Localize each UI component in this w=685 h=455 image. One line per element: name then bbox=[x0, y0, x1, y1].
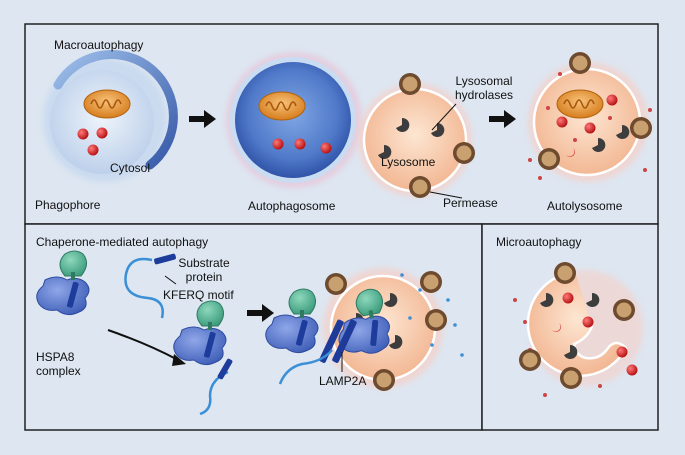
label-autolysosome: Autolysosome bbox=[547, 199, 623, 213]
binding-arrow bbox=[107, 329, 179, 361]
label-autophagosome: Autophagosome bbox=[248, 199, 336, 213]
autolysosome bbox=[528, 52, 652, 182]
label-lysosome: Lysosome bbox=[381, 155, 436, 169]
label-cytosol: Cytosol bbox=[110, 161, 151, 175]
title-microautophagy: Microautophagy bbox=[496, 235, 582, 249]
lamp2a-complex bbox=[265, 286, 395, 385]
label-lysosomal-hydrolases-2: hydrolases bbox=[454, 88, 514, 102]
substrate-protein bbox=[124, 253, 176, 319]
arrow-3 bbox=[247, 304, 274, 322]
label-permease: Permease bbox=[443, 196, 498, 210]
label-phagophore: Phagophore bbox=[35, 198, 101, 212]
title-macroautophagy: Macroautophagy bbox=[54, 38, 144, 52]
phagophore bbox=[43, 49, 178, 182]
label-kferq-motif: KFERQ motif bbox=[163, 288, 234, 302]
autophagosome bbox=[226, 52, 362, 188]
arrow-2 bbox=[489, 110, 516, 128]
label-hspa8-1: HSPA8 bbox=[36, 350, 75, 364]
lysosome bbox=[358, 73, 475, 198]
arrow-1 bbox=[189, 110, 216, 128]
hspa8-substrate-bound bbox=[173, 300, 233, 416]
label-hspa8-2: complex bbox=[36, 364, 81, 378]
micro-lysosome bbox=[513, 262, 644, 397]
label-lysosomal-hydrolases-1: Lysosomal bbox=[455, 74, 513, 88]
title-cma: Chaperone-mediated autophagy bbox=[36, 235, 209, 249]
label-substrate-2: protein bbox=[185, 270, 223, 284]
label-lamp2a: LAMP2A bbox=[319, 374, 367, 388]
label-substrate-1: Substrate bbox=[178, 256, 230, 270]
